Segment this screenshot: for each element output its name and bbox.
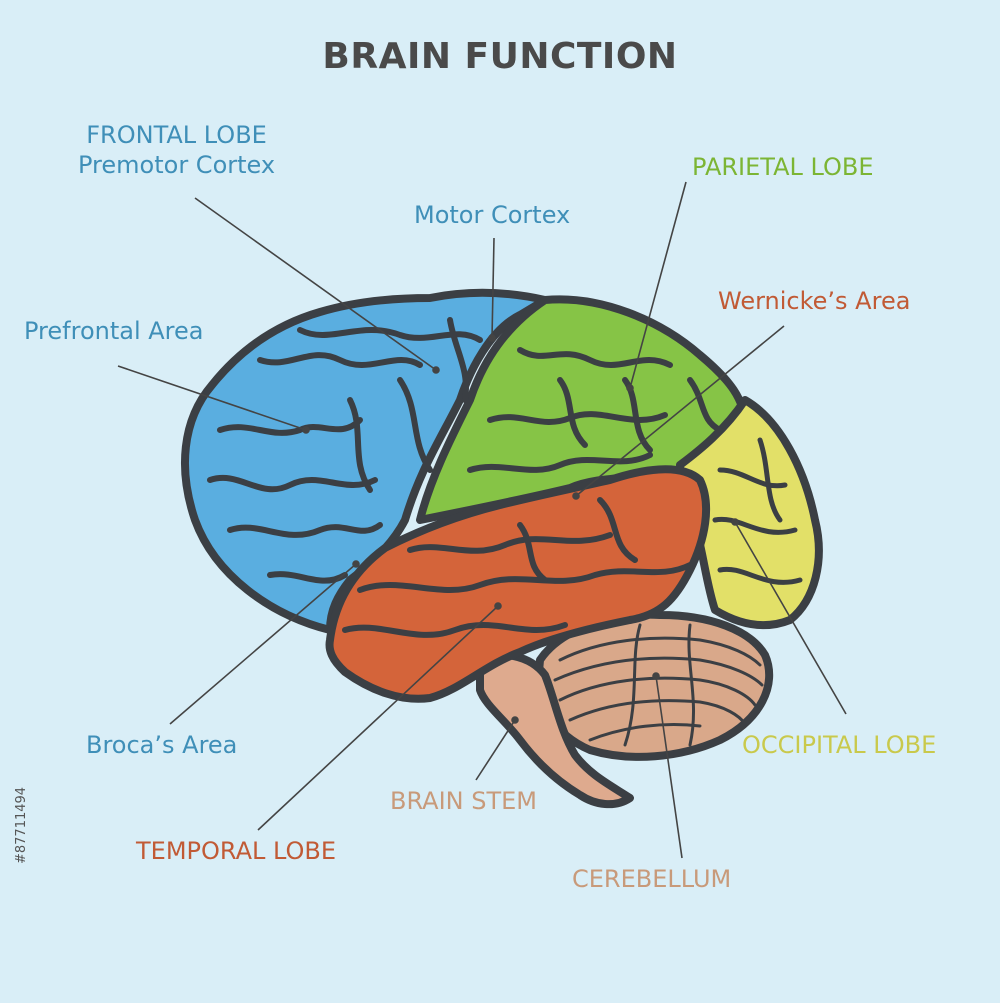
occipital-gyri	[712, 437, 803, 585]
premotor-cortex-label: Premotor Cortex	[78, 151, 276, 179]
leader-parietal	[629, 181, 687, 389]
parietal-lobe-label: PARIETAL LOBE	[692, 153, 874, 181]
leader-cerebellum	[655, 675, 683, 859]
occipital-lobe-label: OCCIPITAL LOBE	[742, 731, 937, 759]
wernickes-area-label: Wernicke’s Area	[718, 287, 911, 315]
leader-occipital	[734, 521, 847, 715]
frontal-lobe-region	[180, 288, 549, 634]
brain-stem-label: BRAIN STEM	[390, 787, 538, 815]
leader-premotor	[194, 197, 437, 371]
frontal-lobe-title: FRONTAL LOBE	[86, 121, 267, 149]
parietal-gyri	[467, 347, 723, 473]
stock-id-watermark: #87711494	[2, 776, 29, 868]
page-title: BRAIN FUNCTION	[322, 36, 678, 77]
leader-motor	[491, 237, 495, 339]
motor-cortex-label: Motor Cortex	[414, 201, 571, 229]
temporal-gyri	[342, 497, 693, 638]
leader-prefrontal	[117, 365, 307, 431]
cerebellum-label: CEREBELLUM	[572, 865, 732, 893]
occipital-lobe-region	[676, 396, 823, 630]
frontal-lobe-label: FRONTAL LOBE Premotor Cortex	[78, 120, 275, 180]
leader-lines	[117, 181, 847, 859]
leader-wernicke	[575, 325, 785, 497]
prefrontal-area-label: Prefrontal Area	[24, 317, 204, 345]
leader-stem	[475, 719, 516, 781]
brocas-area-label: Broca’s Area	[86, 731, 238, 759]
frontal-gyri	[207, 317, 483, 584]
leader-temporal	[257, 605, 499, 831]
cerebellum-folia	[553, 623, 764, 747]
leader-broca	[169, 563, 357, 725]
stock-id-text: #87711494	[14, 786, 29, 864]
temporal-lobe-label: TEMPORAL LOBE	[136, 837, 337, 865]
brain-stem-region	[476, 651, 634, 809]
